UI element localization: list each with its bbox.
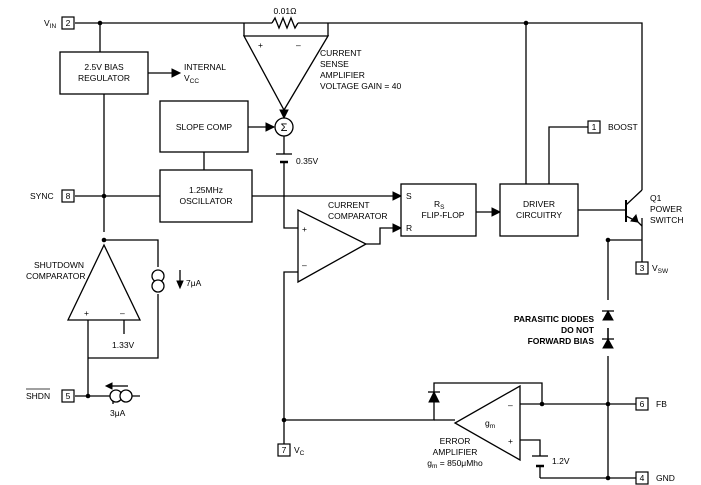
svg-text:5: 5 [66,391,71,401]
current-3ua-label: 3μA [110,408,126,418]
bias-regulator-line2: REGULATOR [78,73,130,83]
svg-text:3: 3 [640,263,645,273]
current-comparator-line2: COMPARATOR [328,211,388,221]
svg-text:BOOST: BOOST [608,122,638,132]
driver-circuitry-block [499,183,579,237]
flip-flop-r: R [406,223,412,233]
shutdown-reference: 1.33V [112,340,135,350]
flip-flop-line2: FLIP-FLOP [422,210,465,220]
error-amp-line3: gm = 850μMho [427,458,483,470]
error-amp-line2: AMPLIFIER [433,447,478,457]
driver-line2: CIRCUITRY [516,210,562,220]
svg-text:SHDN: SHDN [26,391,50,401]
comparator-minus: – [302,260,307,270]
svg-text:7: 7 [282,445,287,455]
wires [75,22,643,479]
shdn-comp-plus: + [84,308,89,318]
pin-boost: 1 BOOST [587,120,638,134]
parasitic-line2: DO NOT [561,325,595,335]
current-comparator-line1: CURRENT [328,200,370,210]
current-sense-line2: SENSE [320,59,349,69]
svg-text:GND: GND [656,473,675,483]
pin-vin: 2 VIN [44,16,75,30]
shutdown-comparator-line2: COMPARATOR [26,271,86,281]
power-switch-line3: SWITCH [650,215,684,225]
slope-comp-label: SLOPE COMP [176,122,233,132]
reference-battery [532,455,548,468]
error-amplifier [453,384,521,462]
power-transistor-q1 [625,189,643,227]
current-7ua-label: 7μA [186,278,202,288]
svg-text:2: 2 [66,18,71,28]
svg-text:VIN: VIN [44,18,56,30]
pin-gnd: 4 GND [635,471,675,485]
shutdown-comparator [66,243,142,321]
current-sense-amplifier [242,35,330,112]
power-switch-line2: POWER [650,204,682,214]
junction-dots [85,20,611,481]
current-sense-line1: CURRENT [320,48,362,58]
comparator-plus: + [302,224,307,234]
oscillator-line1: 1.25MHz [189,185,223,195]
parasitic-line1: PARASITIC DIODES [514,314,594,324]
flip-flop-title: RS [434,199,445,211]
summing-junction [274,117,294,137]
pin-shdn: 5 SHDN [26,388,75,403]
pin-vsw: 3 VSW [635,261,669,275]
arrowheads [99,68,639,390]
internal-vcc-line1: INTERNAL [184,62,226,72]
pin-vc: 7 VC [277,443,305,457]
flip-flop-s: S [406,191,412,201]
bias-regulator-line1: 2.5V BIAS [84,62,124,72]
power-switch-line1: Q1 [650,193,662,203]
pin-sync: 8 SYNC [30,189,75,203]
current-comparator [297,208,368,284]
svg-text:FB: FB [656,399,667,409]
svg-text:1: 1 [592,122,597,132]
error-amp-minus: – [508,400,513,410]
sense-amp-plus: + [258,40,263,50]
fb-reference: 1.2V [552,456,570,466]
svg-text:8: 8 [66,191,71,201]
summer-symbol: Σ [281,122,288,134]
bias-regulator-block [59,51,149,95]
svg-text:6: 6 [640,399,645,409]
pin-fb: 6 FB [635,397,667,411]
svg-text:SYNC: SYNC [30,191,54,201]
offset-voltage: 0.35V [296,156,319,166]
svg-text:4: 4 [640,473,645,483]
parasitic-line3: FORWARD BIAS [528,336,595,346]
current-sense-line4: VOLTAGE GAIN = 40 [320,81,401,91]
oscillator-line2: OSCILLATOR [179,196,232,206]
parasitic-diodes [602,309,614,349]
svg-text:VC: VC [294,445,305,457]
svg-text:VSW: VSW [652,263,669,275]
internal-vcc-line2: VCC [184,73,199,85]
current-source-7ua [151,269,165,293]
current-sense-line3: AMPLIFIER [320,70,365,80]
flip-flop-block [400,183,477,237]
error-amp-plus: + [508,436,513,446]
error-amp-gm: gm [485,418,495,430]
oscillator-block [159,169,253,223]
sense-amp-minus: – [296,40,301,50]
shdn-comp-minus: – [120,308,125,318]
error-amp-line1: ERROR [440,436,471,446]
sense-resistor [271,16,299,30]
shutdown-comparator-line1: SHUTDOWN [34,260,84,270]
clamp-diode [428,390,440,403]
offset-battery [276,153,292,164]
current-source-3ua [109,389,133,403]
driver-line1: DRIVER [523,199,555,209]
sense-resistor-value: 0.01Ω [274,6,297,16]
slope-comp-block [159,100,249,153]
